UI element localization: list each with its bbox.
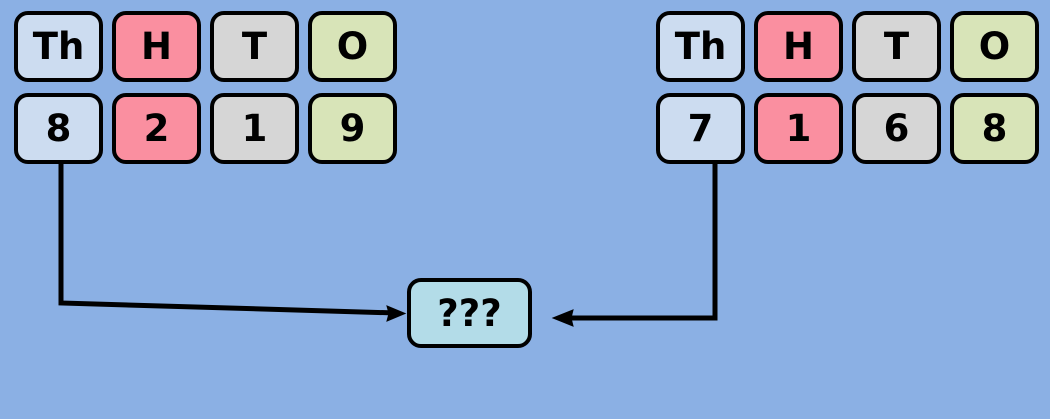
header-cell-thousands-left: Th (14, 11, 103, 82)
header-cell-hundreds-left: H (112, 11, 201, 82)
digit-cell-ones-left: 9 (308, 93, 397, 164)
header-cell-ones-left: O (308, 11, 397, 82)
digit-cell-ones-right: 8 (950, 93, 1039, 164)
digit-cell-hundreds-left: 2 (112, 93, 201, 164)
digit-row-right: 7 1 6 8 (656, 93, 1039, 164)
left-arrow (58, 158, 407, 322)
header-cell-thousands-right: Th (656, 11, 745, 82)
digit-cell-thousands-right: 7 (656, 93, 745, 164)
place-value-group-right: Th H T O 7 1 6 8 (656, 11, 1039, 164)
header-cell-tens-left: T (210, 11, 299, 82)
header-row-right: Th H T O (656, 11, 1039, 82)
header-row-left: Th H T O (14, 11, 397, 82)
digit-cell-tens-left: 1 (210, 93, 299, 164)
digit-cell-tens-right: 6 (852, 93, 941, 164)
digit-row-left: 8 2 1 9 (14, 93, 397, 164)
header-cell-tens-right: T (852, 11, 941, 82)
digit-cell-hundreds-right: 1 (754, 93, 843, 164)
header-cell-hundreds-right: H (754, 11, 843, 82)
right-arrow (551, 158, 718, 327)
result-box: ??? (407, 278, 532, 348)
place-value-group-left: Th H T O 8 2 1 9 (14, 11, 397, 164)
digit-cell-thousands-left: 8 (14, 93, 103, 164)
header-cell-ones-right: O (950, 11, 1039, 82)
